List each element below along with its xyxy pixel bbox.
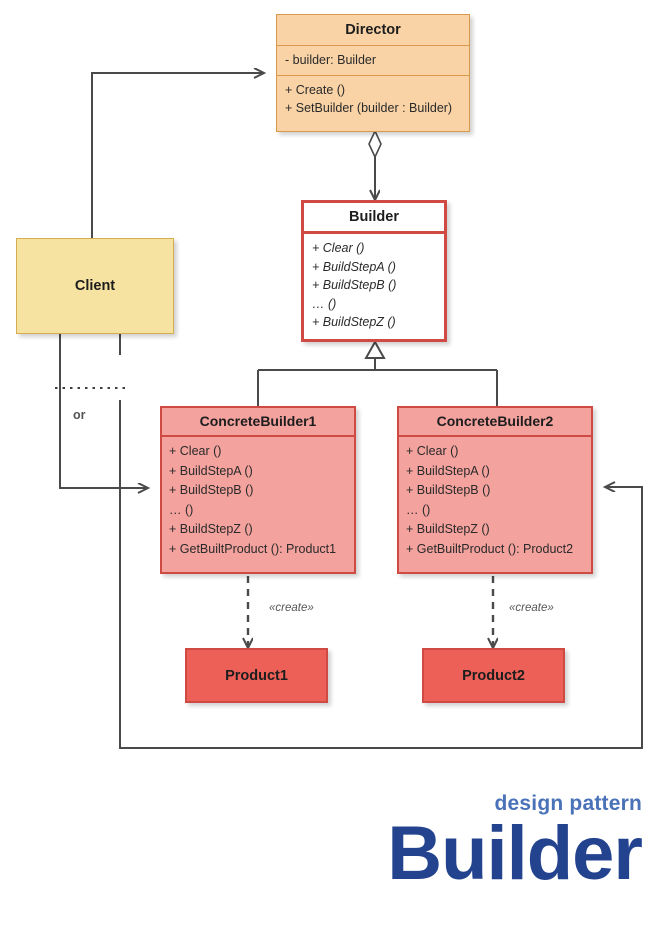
edge-label-create-product2: «create» xyxy=(509,602,554,614)
class-member: + BuildStepB () xyxy=(406,483,491,497)
class-product2-name: Product2 xyxy=(462,667,525,684)
class-client[interactable]: Client xyxy=(16,238,174,334)
class-builder-operations: + Clear () + BuildStepA () + BuildStepB … xyxy=(304,234,444,337)
class-director[interactable]: Director - builder: Builder + Create () … xyxy=(276,14,470,132)
class-concretebuilder1-name: ConcreteBuilder1 xyxy=(162,408,354,437)
class-member: + BuildStepA () xyxy=(406,463,490,478)
class-member: + GetBuiltProduct (): Product1 xyxy=(169,541,337,556)
caption-title: Builder xyxy=(387,811,643,896)
class-builder[interactable]: Builder + Clear () + BuildStepA () + Bui… xyxy=(301,200,447,342)
class-member: + GetBuiltProduct (): Product2 xyxy=(406,541,574,556)
class-concretebuilder1[interactable]: ConcreteBuilder1 + Clear () + BuildStepA… xyxy=(160,406,356,574)
class-member: - builder: Builder xyxy=(285,53,377,67)
class-member: + BuildStepA () xyxy=(169,463,253,478)
edge-label-create-product1: «create» xyxy=(269,602,314,614)
class-director-operations: + Create () + SetBuilder (builder : Buil… xyxy=(277,76,469,123)
class-member: … () xyxy=(312,296,337,311)
class-member: + BuildStepB () xyxy=(169,483,254,497)
pattern-caption: design pattern Builder xyxy=(387,792,643,896)
class-member: + Clear () xyxy=(406,444,459,458)
edge-director-aggregates-builder xyxy=(368,129,382,200)
class-member: + BuildStepZ () xyxy=(406,522,490,536)
class-concretebuilder2[interactable]: ConcreteBuilder2 + Clear () + BuildStepA… xyxy=(397,406,593,574)
class-member: + SetBuilder (builder : Builder) xyxy=(285,101,453,115)
edge-generalization-builder xyxy=(257,339,498,406)
edge-client-uses-director xyxy=(91,73,264,238)
class-member: + BuildStepZ () xyxy=(312,315,396,329)
caption-subtitle: design pattern xyxy=(494,792,642,815)
class-concretebuilder2-name: ConcreteBuilder2 xyxy=(399,408,591,437)
class-product1[interactable]: Product1 xyxy=(185,648,328,703)
class-member: + BuildStepZ () xyxy=(169,522,253,536)
class-member: … () xyxy=(406,502,431,517)
class-member: + Clear () xyxy=(169,444,222,458)
class-director-name: Director xyxy=(277,15,469,46)
class-concretebuilder2-operations: + Clear () + BuildStepA () + BuildStepB … xyxy=(399,437,591,564)
class-concretebuilder1-operations: + Clear () + BuildStepA () + BuildStepB … xyxy=(162,437,354,564)
class-member: + BuildStepA () xyxy=(312,259,396,274)
class-member: + Create () xyxy=(285,83,346,97)
class-client-name: Client xyxy=(74,278,116,294)
class-member: + BuildStepB () xyxy=(312,278,397,292)
edge-label-or: or xyxy=(73,408,86,422)
class-director-attributes: - builder: Builder xyxy=(277,46,469,76)
class-builder-name: Builder xyxy=(304,203,444,234)
class-product2[interactable]: Product2 xyxy=(422,648,565,703)
class-member: … () xyxy=(169,502,194,517)
class-product1-name: Product1 xyxy=(225,667,288,684)
class-member: + Clear () xyxy=(312,241,365,255)
